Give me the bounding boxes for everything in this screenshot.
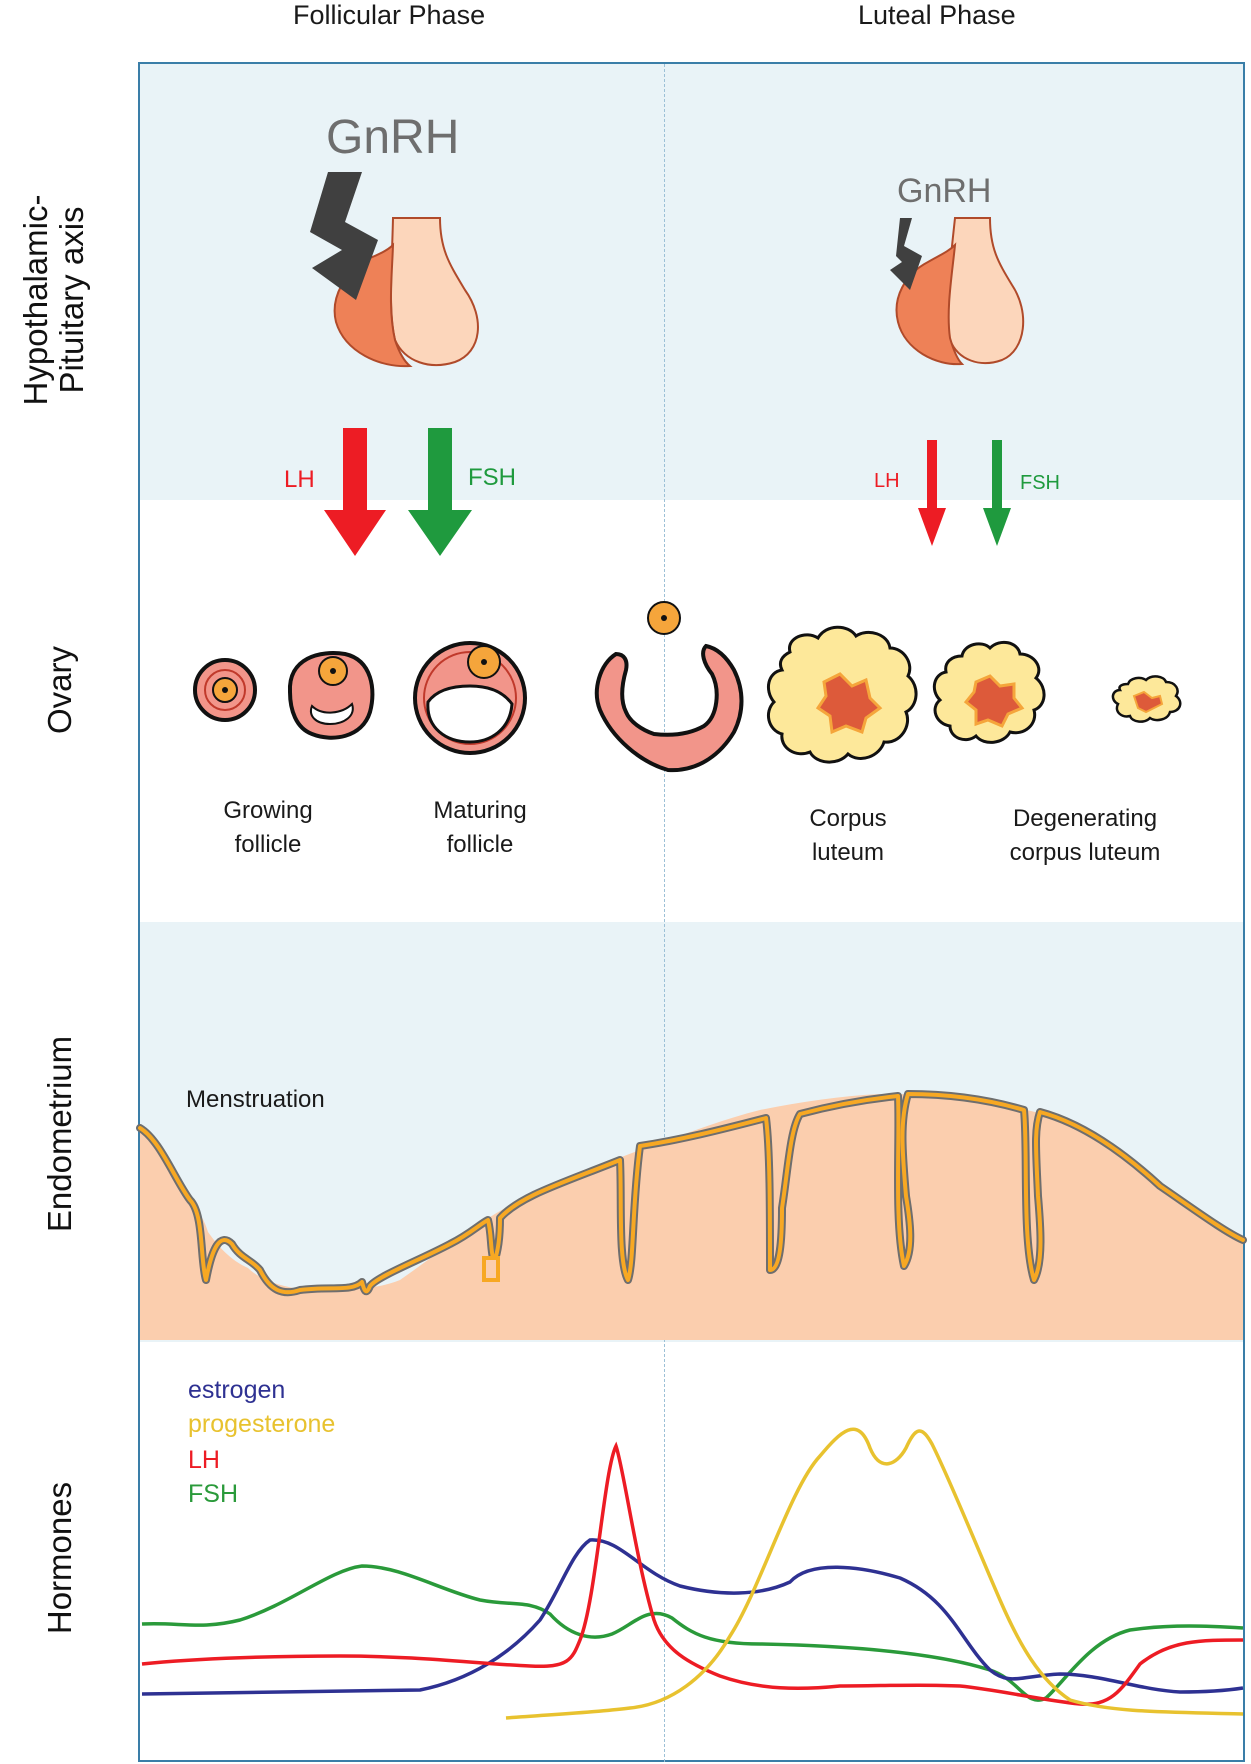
follicular-phase-title: Follicular Phase <box>293 0 486 30</box>
corpus-luteum-label: Corpus luteum <box>809 805 887 866</box>
legend-estrogen: estrogen <box>188 1376 286 1404</box>
maturing-follicle-shape <box>413 641 527 755</box>
degenerating-corpus-luteum-label: Degenerating corpus luteum <box>1009 805 1161 866</box>
lh-label-luteal: LH <box>874 470 900 492</box>
gnrh-arrow-follicular <box>310 172 378 300</box>
ruptured-follicle <box>594 601 744 773</box>
growing-follicle-label: Growing follicle <box>223 797 313 858</box>
legend-fsh: FSH <box>188 1480 238 1508</box>
legend-lh: LH <box>188 1446 220 1474</box>
lh-arrow-follicular <box>324 428 386 556</box>
estrogen-curve <box>141 1538 1244 1696</box>
fsh-arrow-follicular <box>408 428 472 556</box>
gnrh-label-luteal: GnRH <box>897 172 992 210</box>
maturing-follicle-label: Maturing follicle <box>433 797 527 858</box>
fsh-label-follicular: FSH <box>468 464 516 491</box>
menstruation-label: Menstruation <box>186 1086 325 1113</box>
diagram-frame <box>138 62 1245 1762</box>
degenerating-corpus-luteum-large <box>932 640 1046 744</box>
growing-follicle-small <box>193 658 257 722</box>
hypothalamic-pituitary-band <box>140 64 1243 500</box>
degenerating-corpus-luteum-small <box>1111 675 1182 723</box>
pituitary-luteal <box>895 217 1025 366</box>
corpus-luteum-shape <box>766 625 918 764</box>
ovulation-divider <box>664 64 665 1762</box>
legend-progesterone: progesterone <box>188 1410 336 1438</box>
gnrh-label-follicular: GnRH <box>326 111 460 164</box>
endometrium-tissue <box>136 1090 1247 1340</box>
lh-arrow-luteal <box>918 440 946 546</box>
growing-follicle-large <box>287 651 375 740</box>
luteal-phase-title: Luteal Phase <box>858 0 1016 30</box>
fsh-label-luteal: FSH <box>1020 472 1060 494</box>
lh-label-follicular: LH <box>284 466 315 493</box>
fsh-arrow-luteal <box>983 440 1011 546</box>
fsh-curve <box>141 1564 1244 1702</box>
progesterone-curve <box>505 1427 1244 1720</box>
gnrh-arrow-luteal <box>890 218 922 290</box>
